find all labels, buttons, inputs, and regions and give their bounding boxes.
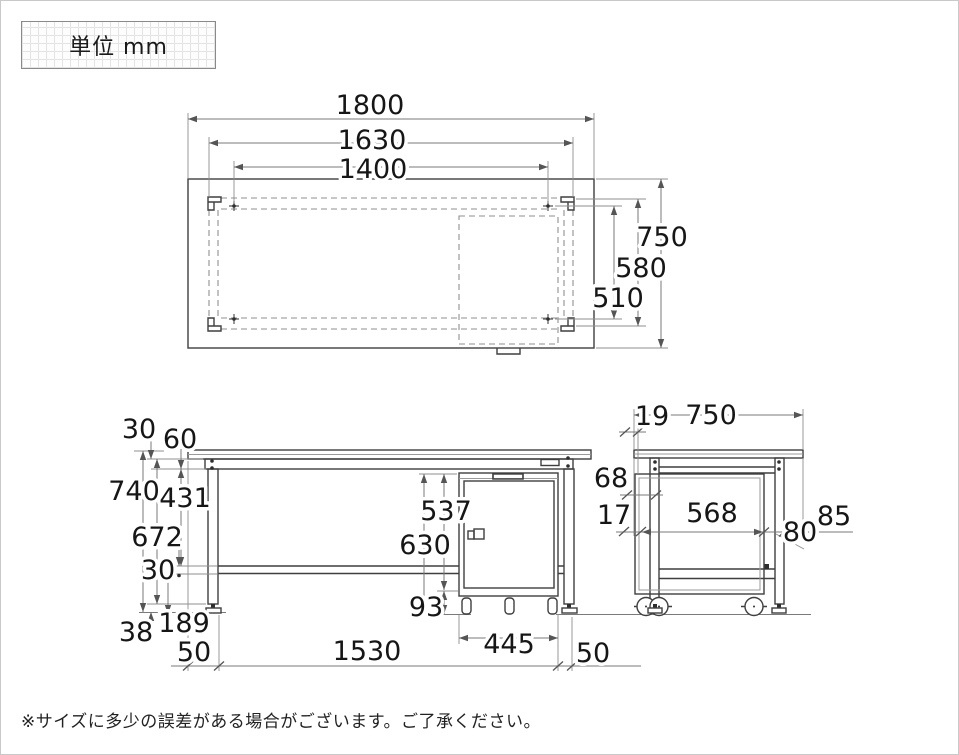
arrowhead [610, 206, 618, 215]
side-view-dimension-lines [616, 414, 853, 533]
side-view-extension-lines [633, 409, 805, 550]
cabinet-door [463, 480, 555, 589]
frame-dashed-lines [208, 197, 574, 330]
dim-label-537: 537 [420, 496, 472, 527]
apron-rail-front [204, 458, 574, 470]
right-adjuster-foot [561, 604, 578, 614]
dim-label-445: 445 [483, 629, 535, 660]
right-leg [563, 468, 575, 605]
dim-label-30-top: 30 [122, 414, 156, 445]
dim-label-68: 68 [594, 463, 628, 494]
latch-plate [540, 458, 560, 467]
dim-label-50-left: 50 [177, 637, 211, 668]
apron-rail-side [659, 466, 775, 474]
size-tolerance-note: ※サイズに多少の誤差がある場合がございます。ご了承ください。 [21, 712, 542, 732]
dim-label-17: 17 [597, 500, 631, 531]
leg-brackets [207, 196, 575, 332]
arrowhead [139, 603, 147, 612]
lower-shelf-front [218, 565, 564, 575]
dim-label-740: 740 [108, 476, 160, 507]
dim-label-1530: 1530 [333, 636, 402, 667]
arrowhead [634, 199, 642, 208]
cabinet-front [458, 472, 559, 615]
side-front-adjuster [647, 604, 663, 614]
cabinet-feet [461, 597, 558, 615]
front-view: 30 60 740 431 672 30 38 189 50 537 630 9… [105, 411, 811, 673]
arrowhead [147, 450, 155, 459]
dim-label-189: 189 [158, 608, 210, 639]
dim-label-750-side: 750 [685, 400, 737, 431]
arrowhead [234, 163, 243, 171]
side-rear-adjuster [771, 604, 787, 614]
arrowhead [177, 469, 185, 478]
dim-label-672: 672 [131, 522, 183, 553]
ground-line [139, 612, 811, 615]
shelf-stop [764, 564, 769, 569]
cabinet-body [458, 472, 559, 597]
arrowhead [657, 179, 665, 188]
arrowhead [153, 459, 161, 468]
top-view: 1800 1630 1400 750 580 510 [187, 87, 691, 355]
arrowhead [209, 139, 218, 147]
arrowhead [440, 581, 448, 590]
dim-label-750-top: 750 [636, 222, 688, 253]
dim-label-85: 85 [817, 501, 851, 532]
unit-label: 単位 mm [69, 35, 168, 60]
cabinet-side-outer [634, 473, 765, 595]
arrowhead [585, 115, 594, 123]
dim-label-1800: 1800 [336, 90, 405, 121]
cabinet-lock [467, 528, 485, 540]
dim-label-431: 431 [159, 483, 211, 514]
arrowhead [139, 451, 147, 460]
dim-label-30-shelf: 30 [141, 555, 175, 586]
arrowhead [440, 474, 448, 483]
dim-label-19: 19 [635, 401, 669, 432]
unit-label-box: 単位 mm [21, 21, 216, 69]
tabletop-outline-top-view [187, 178, 595, 349]
cabinet-handle [492, 473, 524, 480]
arrowhead [153, 595, 161, 604]
dim-label-60: 60 [163, 424, 197, 455]
arrowhead [539, 163, 548, 171]
arrowhead [564, 139, 573, 147]
arrowhead [794, 411, 803, 419]
cabinet-dashed-outline [458, 215, 559, 345]
dim-label-568: 568 [686, 498, 738, 529]
arrowhead [459, 634, 468, 642]
dim-label-80: 80 [783, 517, 817, 548]
top-view-dimension-lines [188, 118, 662, 348]
bolt-marks-top-view [229, 201, 553, 324]
left-adjuster-foot [205, 604, 222, 614]
dim-label-1630: 1630 [338, 125, 407, 156]
front-leg-side [649, 457, 660, 605]
arrowhead [188, 115, 197, 123]
dim-label-630: 630 [399, 530, 451, 561]
arrowhead [177, 460, 185, 469]
bolt-marks-front [210, 456, 570, 470]
dim-label-1400: 1400 [339, 154, 408, 185]
shelf-thickness-dot [177, 573, 181, 578]
arrowhead [634, 317, 642, 326]
arrowhead [420, 474, 428, 483]
dim-label-580: 580 [615, 253, 667, 284]
dim-label-50-right: 50 [576, 638, 610, 669]
top-view-extension-lines [187, 113, 668, 349]
latch-tab [496, 348, 521, 355]
lower-shelf-side [659, 568, 775, 580]
arrowhead [657, 339, 665, 348]
dim-label-510: 510 [592, 283, 644, 314]
side-view: 19 750 68 17 568 80 85 [590, 397, 855, 617]
bolt-marks-side [653, 460, 781, 471]
arrowhead [549, 634, 558, 642]
dim-label-93: 93 [409, 592, 443, 623]
dim-label-38: 38 [119, 617, 153, 648]
